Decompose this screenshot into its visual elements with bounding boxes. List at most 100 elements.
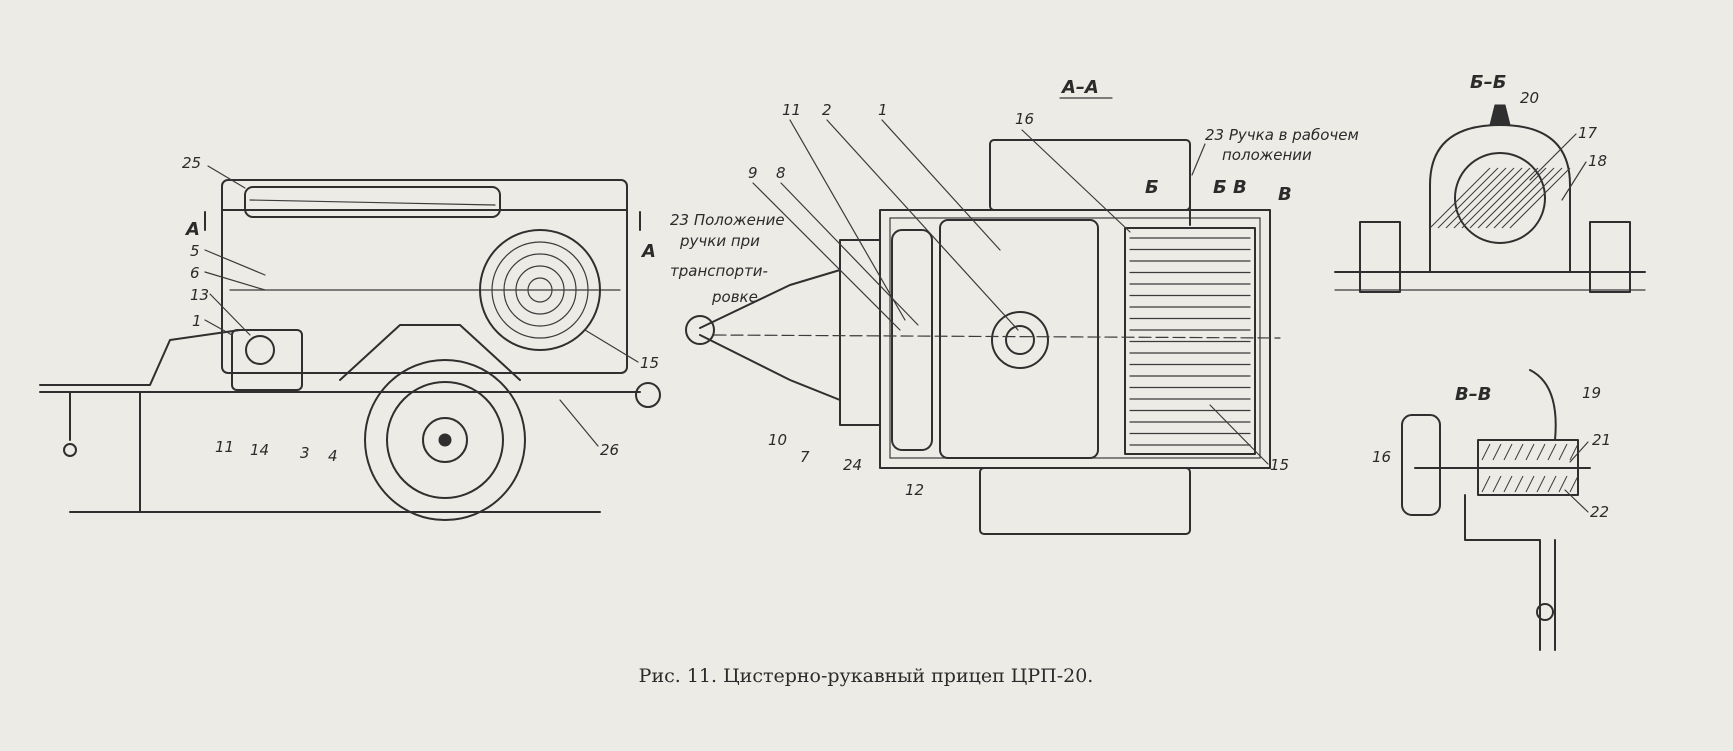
filler-cap [991,311,1049,369]
hatch-line [1501,167,1563,229]
side-label-1: 1 [192,312,202,330]
leader-21 [1569,441,1589,463]
top-label-7: 7 [800,448,810,466]
hatch-line [1481,475,1491,493]
top-pipe [244,186,501,218]
hatch-line [1481,443,1491,461]
mark-v-right: В [1278,184,1292,205]
bolt-right [1589,221,1631,293]
leader-15-side [584,329,639,363]
hatch-line [1514,443,1524,461]
leader-17 [1529,133,1577,181]
pump-handle-area [891,229,933,451]
hatch-line [1437,167,1499,229]
leader-16-top [1021,129,1131,233]
pump-wheel [245,335,275,365]
hatch-line [1493,167,1555,229]
top-label-2: 2 [822,101,832,119]
leader-6 [204,271,266,291]
shaft-hatch [1429,167,1571,229]
leader-9 [752,182,901,331]
section-title-aa: А–А [1060,77,1099,98]
vv-label-21: 21 [1592,431,1611,449]
leader-18 [1561,161,1587,201]
hose-reel-slats [1129,237,1251,446]
section-bb [1334,104,1646,293]
suspension-arm [339,324,521,381]
side-label-6: 6 [190,264,200,282]
hatch-line [1469,167,1531,229]
front-box [839,239,881,426]
hatch-line [1525,475,1535,493]
leader-5 [204,249,266,276]
hatch-line [1569,475,1579,493]
side-label-15: 15 [640,354,659,372]
top-main-frame [879,209,1271,469]
top-pipe-shaft [249,199,496,206]
top-label-9: 9 [748,164,758,182]
mark-b-left: Б [1145,177,1159,198]
leader-15-top [1209,404,1269,465]
grease-nipple [1489,104,1511,126]
section-title-vv: В–В [1455,384,1491,405]
side-label-13: 13 [190,286,209,304]
vv-bracket [1464,494,1541,651]
top-label-16: 16 [1015,110,1034,128]
leader-25 [207,165,246,189]
top-label-10: 10 [768,431,787,449]
hatch-line [1445,167,1507,229]
vv-bolt [1536,603,1554,621]
hatch-line [1503,443,1513,461]
bolt-left [1359,221,1401,293]
lower-housing [979,467,1191,535]
note-handle-transport-1: 23 Положение [670,211,785,229]
hatch-line [1492,475,1502,493]
leader-8 [780,182,919,326]
upper-housing [989,139,1191,211]
leader-11-top [789,119,906,321]
leader-1 [204,319,233,336]
side-label-3: 3 [300,444,310,462]
leader-26 [559,399,599,447]
top-label-8: 8 [776,164,786,182]
section-vv [1401,369,1591,651]
hose-reel-top [1124,227,1256,455]
note-handle-work-1: 23 Ручка в рабочем [1205,126,1359,144]
hose-reel-side [479,229,601,351]
pump-unit [231,329,303,391]
hatch-line [1477,167,1539,229]
vv-bushing-hatch [1481,443,1579,493]
mark-b-right: Б [1213,177,1227,198]
hatch-line [1461,167,1523,229]
section-title-bb: Б–Б [1470,72,1506,93]
side-label-14: 14 [250,441,269,459]
hatch-line [1514,475,1524,493]
rear-hook [635,382,661,408]
hatch-line [1547,475,1557,493]
vv-spring-arm [1529,369,1557,441]
filler-cap-inner [1005,325,1035,355]
hatch-line [1536,443,1546,461]
hatch-line [1509,167,1571,229]
top-label-24: 24 [843,456,862,474]
note-handle-transport-4: ровке [711,288,758,306]
vv-label-19: 19 [1582,384,1601,402]
leader-22 [1564,489,1589,513]
leader-23-work [1191,143,1206,176]
hatch-line [1485,167,1547,229]
hatch-line [1558,443,1568,461]
top-label-11: 11 [782,101,801,119]
mark-a-left: А [184,219,200,240]
hatch-line [1429,167,1491,229]
side-label-5: 5 [190,242,200,260]
wheel [364,359,526,521]
drawbar-upper [699,269,841,329]
note-handle-work-2: положении [1222,146,1312,164]
hatch-line [1569,443,1579,461]
leader-1-top [881,119,1001,251]
bb-label-17: 17 [1578,124,1598,142]
towing-eye [685,315,715,345]
vv-post [1401,414,1441,516]
hatch-line [1525,443,1535,461]
